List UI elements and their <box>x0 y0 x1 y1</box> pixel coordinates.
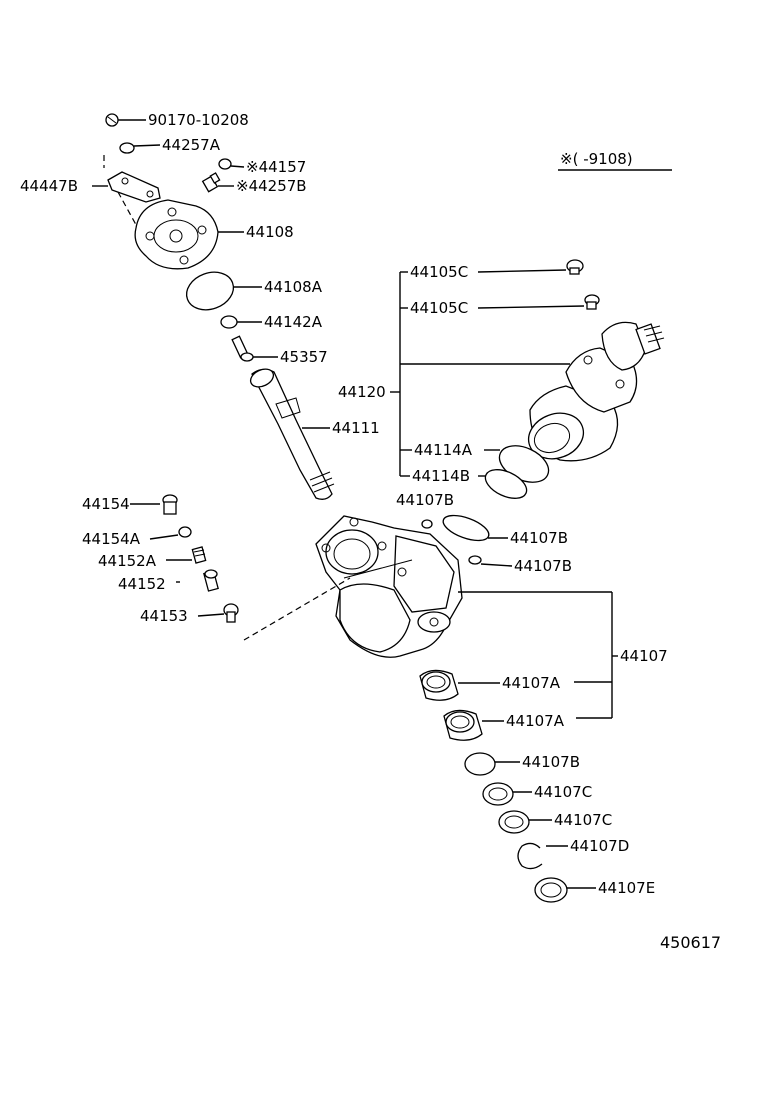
label-44107C-a: 44107C <box>534 783 592 801</box>
label-44257A: 44257A <box>162 136 221 154</box>
label-90170-10208: 90170-10208 <box>148 111 249 129</box>
label-44105C-b: 44105C <box>410 299 468 317</box>
label-44154A: 44154A <box>82 530 141 548</box>
label-44111: 44111 <box>332 419 380 437</box>
oring-44107B-large <box>442 514 508 542</box>
label-44142A: 44142A <box>264 313 323 331</box>
label-44120: 44120 <box>338 383 386 401</box>
plug-44105C-a <box>477 259 584 275</box>
label-44108A: 44108A <box>264 278 323 296</box>
label-44107D: 44107D <box>570 837 629 855</box>
label-44114B: 44114B <box>412 467 470 485</box>
bolt-45357 <box>231 335 278 362</box>
label-44107B-lower: 44107B <box>522 753 580 771</box>
cap-44153 <box>197 603 239 623</box>
bracket-44107-group <box>458 591 618 719</box>
plug-44105C-b <box>477 294 600 310</box>
bracket-44447B <box>92 155 161 233</box>
washer-44257A <box>119 142 161 154</box>
seal-44142A <box>220 315 262 329</box>
label-44107A-b: 44107A <box>506 712 565 730</box>
label-44114A: 44114A <box>414 441 473 459</box>
label-44107B-right-a: 44107B <box>510 529 568 547</box>
label-44107B-right-b: 44107B <box>514 557 572 575</box>
label-44107B-top: 44107B <box>396 491 454 509</box>
bearing-44107A-b <box>443 709 504 741</box>
bearing-44107A-a <box>419 669 500 701</box>
label-44107A-a: 44107A <box>502 674 561 692</box>
gear-housing-44107 <box>315 515 463 658</box>
seal-44107C-b <box>498 810 552 834</box>
label-44105C-a: 44105C <box>410 263 468 281</box>
bleeder-44257B <box>201 172 234 193</box>
label-44107E: 44107E <box>598 879 655 897</box>
label-44447B: 44447B <box>20 177 78 195</box>
label-44153: 44153 <box>140 607 188 625</box>
label-44154: 44154 <box>82 495 130 513</box>
oring-44107B-small-b <box>468 555 513 567</box>
plunger-44152 <box>176 569 219 592</box>
label-45357: 45357 <box>280 348 328 366</box>
label-44107C-b: 44107C <box>554 811 612 829</box>
oring-44108A <box>185 271 262 311</box>
cover-44108 <box>134 199 244 270</box>
seal-44107C-a <box>482 782 532 806</box>
bracket-44120-group <box>390 271 570 477</box>
spring-44152A <box>166 546 207 564</box>
oring-44114B <box>478 469 528 499</box>
adjusting-screw-44154 <box>130 494 178 515</box>
power-cylinder-44120 <box>527 321 665 462</box>
valve-shaft-44111 <box>249 368 335 500</box>
cap-44157 <box>218 158 245 170</box>
label-44152A: 44152A <box>98 552 157 570</box>
oring-44107B-small-a <box>421 519 433 529</box>
diagram-id: 450617 <box>660 933 721 952</box>
label-44157: ※44157 <box>246 158 306 176</box>
label-44257B: ※44257B <box>236 177 307 195</box>
oring-44107B-lower <box>464 752 520 776</box>
screw-90170-10208 <box>105 113 146 127</box>
label-44152: 44152 <box>118 575 166 593</box>
applicability-note: ※( -9108) <box>560 150 633 168</box>
snap-ring-44107D <box>517 842 568 870</box>
dust-seal-44107E <box>534 877 596 903</box>
washer-44154A <box>149 526 192 540</box>
label-44108: 44108 <box>246 223 294 241</box>
label-44107: 44107 <box>620 647 668 665</box>
